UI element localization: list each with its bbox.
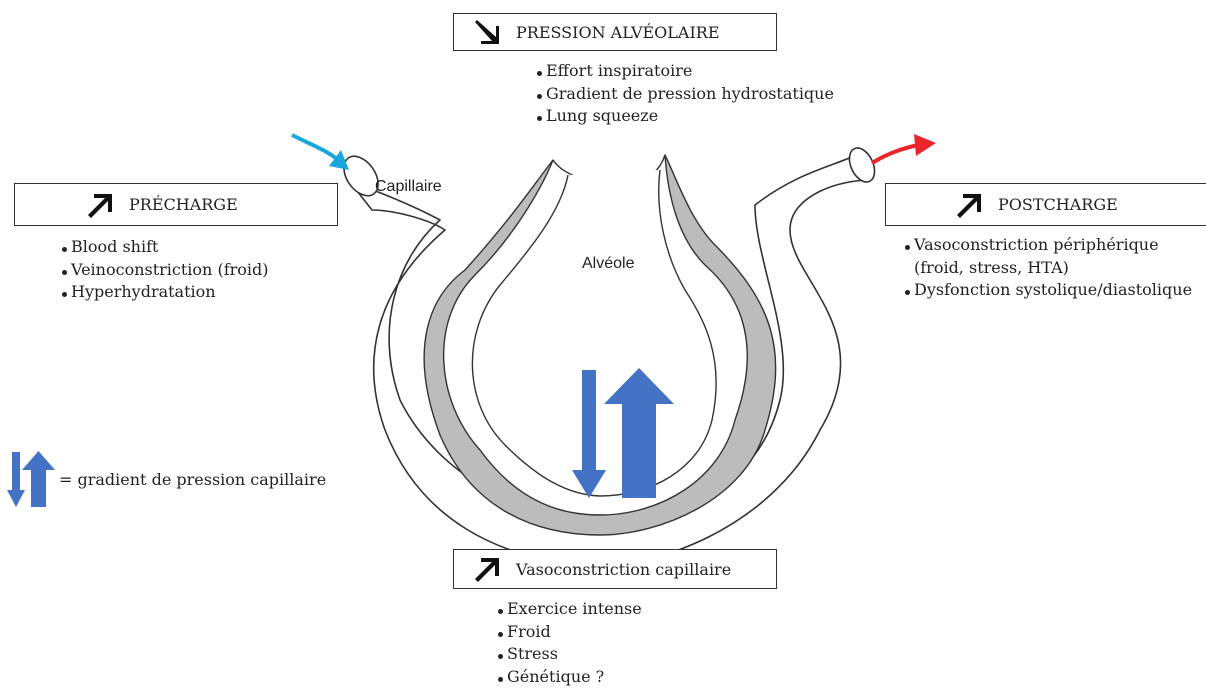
- preload-list: Blood shift Veinoconstriction (froid) Hy…: [62, 236, 269, 304]
- legend-arrow-up: [22, 451, 55, 507]
- list-item: Veinoconstriction (froid): [62, 259, 269, 282]
- list-item: Lung squeeze: [537, 105, 834, 128]
- capillary-vasoconstriction-label: Vasoconstriction capillaire: [516, 560, 731, 579]
- list-item: Effort inspiratoire: [537, 60, 834, 83]
- preload-box: PRÉCHARGE: [14, 183, 338, 226]
- arrow-up-right-icon: [954, 190, 984, 220]
- alveolar-pressure-list: Effort inspiratoire Gradient de pression…: [537, 60, 834, 128]
- capillary-vasoconstriction-list: Exercice intense Froid Stress Génétique …: [498, 598, 642, 688]
- preload-label: PRÉCHARGE: [129, 195, 238, 214]
- afterload-label: POSTCHARGE: [998, 195, 1118, 214]
- outflow-arrow: [872, 145, 918, 163]
- list-item: Hyperhydratation: [62, 281, 269, 304]
- capillary-vasoconstriction-box: Vasoconstriction capillaire: [453, 549, 777, 589]
- list-item: Froid: [498, 621, 642, 644]
- list-item: Stress: [498, 643, 642, 666]
- list-item: Exercice intense: [498, 598, 642, 621]
- arrow-down-right-icon: [472, 17, 502, 47]
- list-item: Génétique ?: [498, 666, 642, 688]
- list-item: Vasoconstriction périphérique: [905, 234, 1192, 257]
- arrow-up-right-icon: [85, 190, 115, 220]
- capillary-label: Capillaire: [375, 178, 442, 196]
- legend-text: = gradient de pression capillaire: [59, 470, 326, 489]
- alveolar-pressure-label: PRESSION ALVÉOLAIRE: [516, 23, 720, 42]
- legend-arrow-down: [7, 452, 25, 507]
- list-item: (froid, stress, HTA): [905, 257, 1192, 280]
- alveolus-label: Alvéole: [582, 255, 634, 273]
- afterload-list: Vasoconstriction périphérique (froid, st…: [905, 234, 1192, 302]
- list-item: Blood shift: [62, 236, 269, 259]
- inflow-arrow: [292, 135, 338, 160]
- arrow-up-right-icon: [472, 554, 502, 584]
- alveolar-pressure-box: PRESSION ALVÉOLAIRE: [453, 13, 777, 51]
- list-item: Dysfonction systolique/diastolique: [905, 279, 1192, 302]
- afterload-box: POSTCHARGE: [885, 183, 1206, 226]
- list-item: Gradient de pression hydrostatique: [537, 83, 834, 106]
